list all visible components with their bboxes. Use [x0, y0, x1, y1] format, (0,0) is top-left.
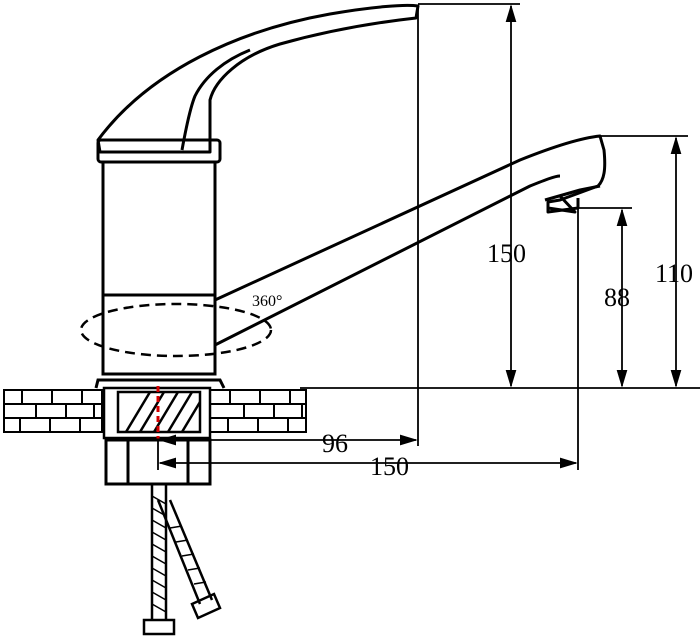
countertop: [3, 389, 307, 433]
rotation-path: [79, 302, 273, 358]
dim-label-outlet-bottom: 88: [604, 283, 630, 312]
spout: [214, 134, 607, 347]
dim-label-outlet-top: 110: [655, 259, 693, 288]
supply-hoses: [142, 484, 222, 636]
dim-label-reach-pivot: 96: [322, 429, 348, 458]
rotation-label: 360°: [252, 293, 282, 310]
base-flange: [94, 378, 226, 389]
dimension-lines: [157, 3, 700, 470]
dim-label-reach-outlet: 150: [370, 452, 409, 481]
lever-handle: [96, 3, 420, 154]
faucet-body: [101, 160, 217, 376]
dim-label-spout-height: 150: [487, 239, 526, 268]
